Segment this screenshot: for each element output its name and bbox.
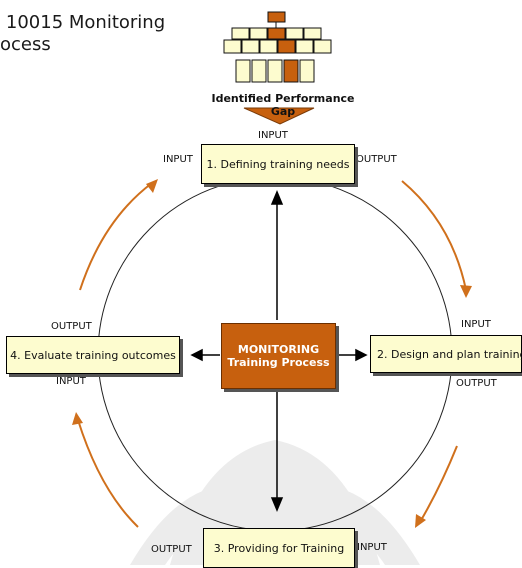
center-monitoring-box[interactable]: MONITORING Training Process (221, 323, 336, 389)
stage-4-label: 4. Evaluate training outcomes (10, 348, 176, 362)
title-line-2: ocess (0, 34, 51, 55)
stage4-input-label: INPUT (56, 376, 86, 387)
cycle-arrowheads (72, 179, 472, 528)
stage-3-label: 3. Providing for Training (213, 541, 345, 555)
stage1-input-label: INPUT (258, 130, 288, 141)
center-arrows (190, 190, 368, 512)
org-chart-icon (223, 11, 332, 83)
stage1-output-label: OUTPUT (356, 154, 397, 165)
stage-1-box[interactable]: 1. Defining training needs (201, 144, 355, 184)
stage-2-box[interactable]: 2. Design and plan training (370, 335, 522, 373)
gap-label: Identified Performance Gap (211, 92, 355, 118)
stage2-input-label: INPUT (461, 319, 491, 330)
stage-2-label: 2. Design and plan training (377, 347, 522, 361)
gap-down-arrow (243, 107, 315, 125)
stage2-output-label: OUTPUT (456, 378, 497, 389)
stage1-left-input-label: INPUT (163, 154, 193, 165)
stage-4-box[interactable]: 4. Evaluate training outcomes (6, 336, 180, 374)
stage3-input-label: INPUT (357, 542, 387, 553)
cycle-arrows (77, 180, 467, 528)
page-title: O 10015 Monitoring ocess (0, 12, 200, 56)
stage-1-label: 1. Defining training needs (206, 157, 350, 171)
stage4-output-label: OUTPUT (51, 321, 92, 332)
stage-3-box[interactable]: 3. Providing for Training (203, 528, 355, 568)
center-line-2: Training Process (227, 356, 330, 369)
center-line-1: MONITORING (237, 343, 320, 356)
title-line-1: O 10015 Monitoring (0, 12, 166, 33)
stage3-output-label: OUTPUT (151, 544, 192, 555)
